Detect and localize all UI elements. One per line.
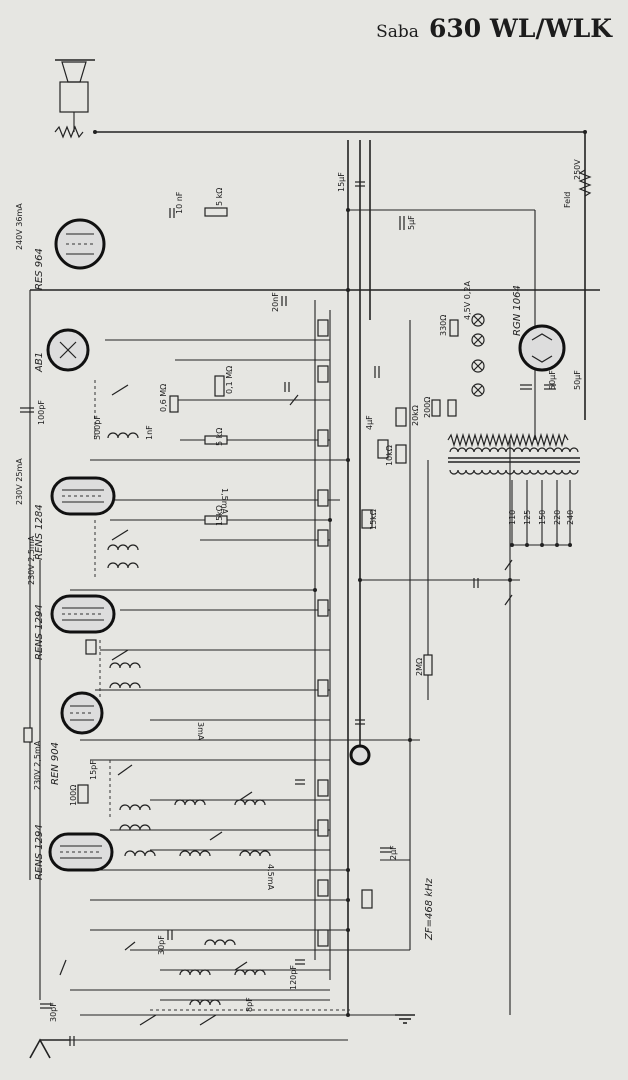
value-c-10nf: 10 nF <box>175 191 184 214</box>
variable-capacitors <box>59 384 513 1026</box>
value-r-15k: 15kΩ <box>215 505 224 526</box>
value-lamp: 4,5V 0,2A <box>463 281 472 320</box>
tap-240: 240 <box>566 510 575 525</box>
value-c-50uf-b: 50μF <box>573 370 582 390</box>
value-c-120pf: 120pF <box>289 965 298 990</box>
tube-res964 <box>54 218 106 270</box>
value-r-10k: 10kΩ <box>385 445 394 466</box>
value-current-2: 3mA <box>196 722 205 741</box>
title-block: Saba 630 WL/WLK <box>376 14 612 43</box>
resistor-boxes <box>23 207 459 947</box>
resistor-zigzags <box>54 125 592 448</box>
brand-label: Saba <box>376 22 419 42</box>
tube-label-res964: RES 964 <box>34 248 45 290</box>
screening-dashes <box>94 380 350 1011</box>
if-frequency-label: ZF=468 kHz <box>424 877 435 941</box>
tube-rens1294-b <box>48 832 114 872</box>
value-c-500pf: 500pF <box>93 415 102 440</box>
tube-rating-res964: 240V 36mA <box>15 203 24 250</box>
value-c-5uf: 5μF <box>407 215 416 230</box>
tube-rating-ab1: 100pF <box>37 400 46 425</box>
junction-dots <box>93 130 587 1017</box>
coils <box>107 432 580 1006</box>
value-c-8pf: 8pF <box>245 997 254 1012</box>
value-c-1nf: 1nF <box>145 425 154 440</box>
capacitors <box>20 181 556 1046</box>
tube-rating-rens1284: 230V 25mA <box>15 458 24 505</box>
value-r-100: 100Ω <box>69 785 78 806</box>
magic-eye-tube <box>349 744 371 766</box>
speaker-icon <box>55 59 95 132</box>
voltage-selector <box>510 480 572 547</box>
mains-voltage-label: 250V <box>573 159 582 180</box>
ground-icon <box>395 1014 415 1024</box>
value-c-50uf-a: 50μF <box>548 370 557 390</box>
tube-label-ab1: AB1 <box>34 352 45 373</box>
value-r-2m: 2MΩ <box>415 658 424 676</box>
value-c-30pf-b: 30pF <box>49 1002 58 1022</box>
field-label: Feld <box>563 192 572 208</box>
tap-150: 150 <box>538 510 547 525</box>
tube-label-ren904: REN 904 <box>50 742 61 785</box>
value-c-4uf: 4μF <box>365 415 374 430</box>
value-r-330: 330Ω <box>439 315 448 336</box>
value-r-5k-top: 5 kΩ <box>215 188 224 206</box>
tap-110: 110 <box>508 510 517 525</box>
antenna-icon <box>29 1038 70 1059</box>
tube-rens1294-a <box>50 594 116 634</box>
tube-ab1 <box>46 328 90 372</box>
pilot-lamp-icons <box>471 313 485 397</box>
value-c-20nf: 20nF <box>271 292 280 312</box>
tube-rens1284 <box>50 476 116 516</box>
value-r-15k-b: 15kΩ <box>369 509 378 530</box>
value-c-15pf: 15pF <box>89 760 98 780</box>
model-label: 630 WL/WLK <box>428 14 612 43</box>
value-c-30pf: 30pF <box>157 935 166 955</box>
value-current-1: 1,5mA <box>220 488 229 515</box>
tube-label-rens1284: RENS 1284 <box>34 504 45 560</box>
tube-rating-rens1294-a: 230V 2,5mA <box>27 535 36 585</box>
value-r-06: 0,6 MΩ <box>159 384 168 412</box>
tube-label-rens1294-b: RENS 1294 <box>34 824 45 880</box>
value-c-15uf: 15μF <box>337 172 346 192</box>
tube-rgn1064 <box>518 324 566 372</box>
tube-rating-ren904: 230V 2,5mA <box>33 740 42 790</box>
tap-125: 125 <box>523 510 532 525</box>
tap-220: 220 <box>553 510 562 525</box>
value-r-4k: 20kΩ <box>411 405 420 426</box>
tube-label-rgn1064: RGN 1064 <box>512 285 523 336</box>
value-r-01: 0,1 MΩ <box>225 366 234 394</box>
value-r-5k-mid: 5 kΩ <box>215 428 224 446</box>
value-c-2uf: 2μF <box>389 845 398 860</box>
tube-label-rens1294-a: RENS 1294 <box>34 604 45 660</box>
value-r-200: 200Ω <box>423 397 432 418</box>
value-current-3: 4,5mA <box>266 864 275 891</box>
bus-lines <box>29 131 600 1041</box>
tube-ren904 <box>60 691 104 735</box>
